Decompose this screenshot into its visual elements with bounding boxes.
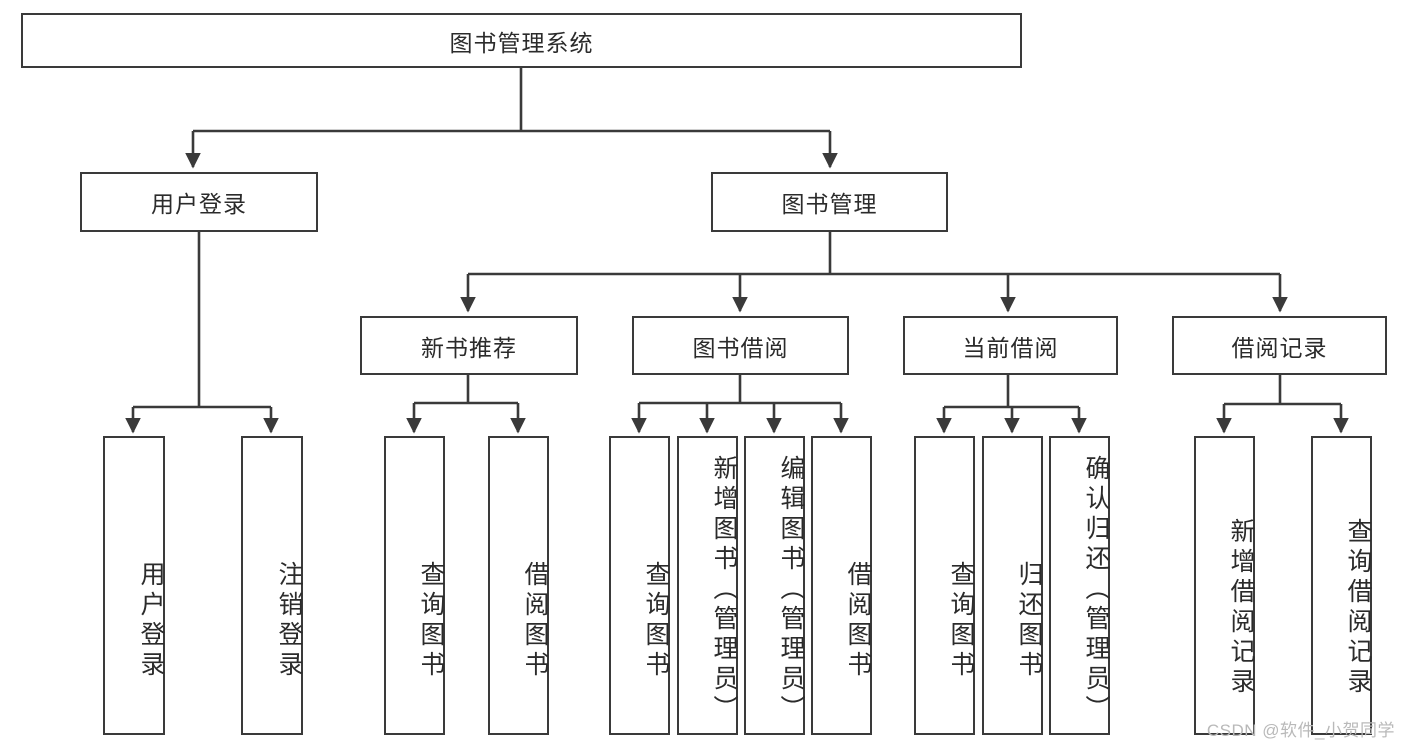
node-leaf-return-book[interactable]: 归还图书 (982, 436, 1043, 735)
node-leaf-add-record[interactable]: 新增借阅记录 (1194, 436, 1255, 735)
node-leaf-query-book-1[interactable]: 查询图书 (384, 436, 445, 735)
node-leaf-query-book-1-label: 查询图书 (417, 560, 445, 681)
node-book-manage[interactable]: 图书管理 (711, 172, 948, 232)
node-leaf-confirm-return[interactable]: 确认归还（管理员） (1049, 436, 1110, 735)
node-leaf-query-record-label: 查询借阅记录 (1344, 517, 1372, 698)
node-leaf-logout[interactable]: 注销登录 (241, 436, 303, 735)
node-borrow-record[interactable]: 借阅记录 (1172, 316, 1387, 375)
node-leaf-confirm-return-label: 确认归还（管理员） (1082, 454, 1110, 725)
node-root[interactable]: 图书管理系统 (21, 13, 1022, 68)
node-leaf-user-login-label: 用户登录 (137, 560, 165, 681)
node-root-label: 图书管理系统 (449, 29, 594, 56)
node-leaf-borrow-book-2-label: 借阅图书 (844, 560, 872, 681)
node-leaf-user-login[interactable]: 用户登录 (103, 436, 165, 735)
node-leaf-return-book-label: 归还图书 (1015, 560, 1043, 681)
node-new-book-rec[interactable]: 新书推荐 (360, 316, 578, 375)
node-leaf-query-book-3-label: 查询图书 (947, 560, 975, 681)
node-leaf-borrow-book-2[interactable]: 借阅图书 (811, 436, 872, 735)
node-leaf-add-record-label: 新增借阅记录 (1227, 517, 1255, 698)
node-current-borrow[interactable]: 当前借阅 (903, 316, 1118, 375)
node-leaf-add-book-label: 新增图书（管理员） (710, 454, 738, 725)
node-leaf-query-book-2-label: 查询图书 (642, 560, 670, 681)
node-leaf-query-record[interactable]: 查询借阅记录 (1311, 436, 1372, 735)
watermark: CSDN @软件_小贺同学 (1206, 721, 1395, 740)
node-user-login-label: 用户登录 (151, 191, 247, 217)
node-current-borrow-label: 当前借阅 (962, 334, 1059, 361)
node-leaf-add-book[interactable]: 新增图书（管理员） (677, 436, 738, 735)
node-leaf-edit-book[interactable]: 编辑图书（管理员） (744, 436, 805, 735)
node-leaf-borrow-book-1[interactable]: 借阅图书 (488, 436, 549, 735)
node-leaf-query-book-3[interactable]: 查询图书 (914, 436, 975, 735)
node-book-borrow[interactable]: 图书借阅 (632, 316, 849, 375)
node-book-borrow-label: 图书借阅 (692, 334, 789, 361)
node-book-manage-label: 图书管理 (781, 191, 878, 217)
node-user-login[interactable]: 用户登录 (80, 172, 318, 232)
node-leaf-logout-label: 注销登录 (275, 560, 303, 681)
node-leaf-query-book-2[interactable]: 查询图书 (609, 436, 670, 735)
node-borrow-record-label: 借阅记录 (1231, 334, 1328, 361)
node-new-book-rec-label: 新书推荐 (421, 334, 517, 361)
node-leaf-borrow-book-1-label: 借阅图书 (521, 560, 549, 681)
node-leaf-edit-book-label: 编辑图书（管理员） (777, 454, 805, 725)
